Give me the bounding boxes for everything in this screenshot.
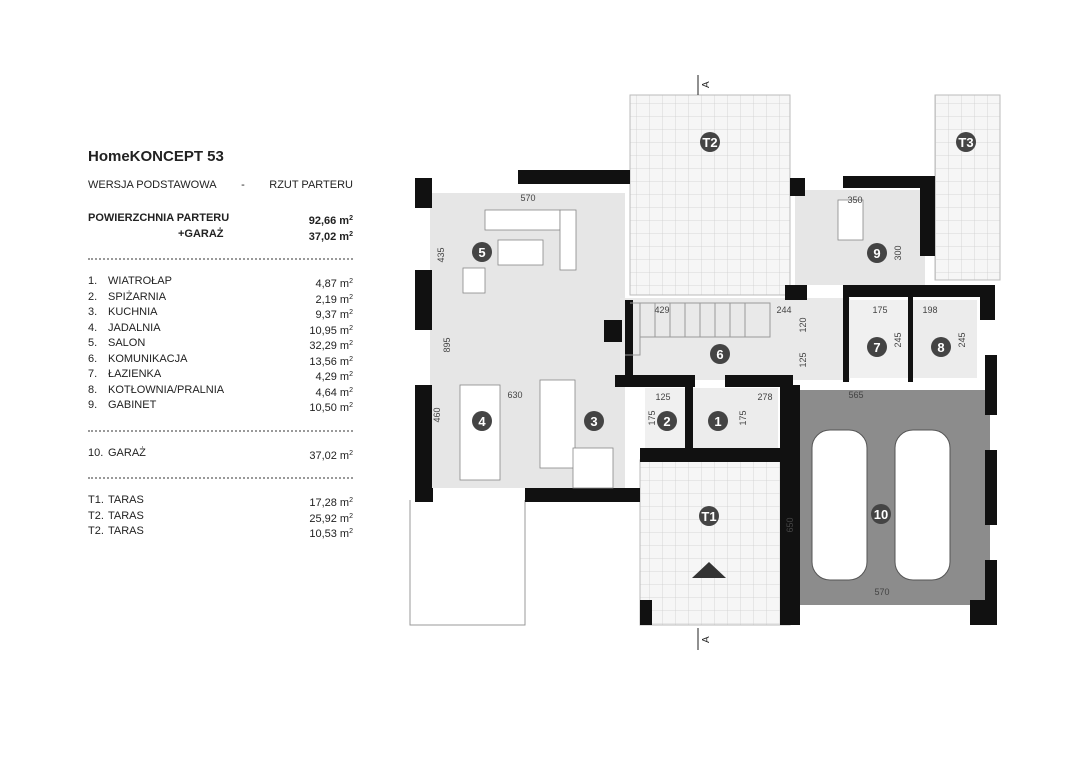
room-number-badge: 9: [867, 243, 887, 263]
open-terrace-outline: [409, 500, 526, 626]
vestibule-floor: [693, 388, 778, 448]
total-area-row: POWIERZCHNIA PARTERU 92,66 m2: [88, 211, 353, 227]
dimension-label: 350: [847, 195, 862, 205]
living-floor: [430, 193, 625, 488]
room-number-badge: 10: [871, 504, 891, 524]
svg-text:3: 3: [590, 414, 597, 429]
svg-text:A: A: [701, 636, 712, 643]
garage-area-row: +GARAŻ 37,02 m2: [88, 227, 353, 243]
dimension-label: 175: [738, 410, 748, 425]
separator: -: [241, 179, 245, 191]
total-area-value: 92,66 m2: [308, 215, 353, 227]
walls: [415, 170, 997, 625]
room-number-badge: 6: [710, 344, 730, 364]
dimension-label: 120: [798, 317, 808, 332]
dimension-label: 630: [507, 390, 522, 400]
garage-area-label: +GARAŻ: [178, 227, 224, 240]
room-number-badge: 3: [584, 411, 604, 431]
dimension-label: 570: [520, 193, 535, 203]
dimension-label: 125: [655, 392, 670, 402]
garage-area-value: 37,02 m2: [308, 230, 353, 243]
dimension-label: 245: [893, 332, 903, 347]
svg-text:T1: T1: [701, 509, 716, 524]
svg-text:5: 5: [478, 245, 485, 260]
corridor-floor: [620, 298, 850, 380]
room-number-badge: T3: [956, 132, 976, 152]
svg-text:A: A: [701, 81, 712, 88]
entrance-arrow-icon: [692, 562, 726, 578]
svg-text:9: 9: [873, 246, 880, 261]
dimension-label: 570: [874, 587, 889, 597]
room-number-badge: T1: [699, 506, 719, 526]
svg-text:10: 10: [874, 507, 888, 522]
room-number-badge: 7: [867, 337, 887, 357]
garage-row: 10.GARAŻ 37,02 m2: [88, 446, 353, 462]
svg-text:4: 4: [478, 414, 486, 429]
divider: [88, 252, 353, 260]
svg-text:7: 7: [873, 340, 880, 355]
svg-text:1: 1: [714, 414, 721, 429]
terrace-t2: [629, 94, 791, 296]
svg-text:8: 8: [937, 340, 944, 355]
total-area-label: POWIERZCHNIA PARTERU: [88, 212, 230, 224]
version-label: WERSJA PODSTAWOWA: [88, 179, 217, 191]
room-number-badge: 1: [708, 411, 728, 431]
room-number-badge: 4: [472, 411, 492, 431]
room-number-badge: T2: [700, 132, 720, 152]
dimension-label: 300: [893, 245, 903, 260]
terrace-t3: [934, 94, 1001, 281]
stairs: [625, 302, 771, 356]
svg-text:6: 6: [716, 347, 723, 362]
dimension-label: 565: [848, 390, 863, 400]
dimension-label: 650: [785, 517, 795, 532]
dimension-label: 278: [757, 392, 772, 402]
project-title: HomeKONCEPT 53: [88, 148, 224, 165]
dimension-label: 125: [798, 352, 808, 367]
furniture: [459, 199, 864, 489]
room-number-badge: 2: [657, 411, 677, 431]
dimension-label: 435: [436, 247, 446, 262]
dimension-label: 460: [432, 407, 442, 422]
room-number-badge: 5: [472, 242, 492, 262]
dimension-label: 198: [922, 305, 937, 315]
dimension-label: 245: [957, 332, 967, 347]
room-legend: HomeKONCEPT 53 WERSJA PODSTAWOWA - RZUT …: [88, 148, 353, 540]
section-marker-bottom: A: [697, 628, 712, 650]
dimension-label: 175: [647, 410, 657, 425]
room-number-badge: 8: [931, 337, 951, 357]
terrace-t1: [639, 459, 791, 626]
svg-text:T2: T2: [702, 135, 717, 150]
view-label: RZUT PARTERU: [269, 179, 353, 191]
divider: [88, 424, 353, 432]
car-icons: [811, 429, 951, 581]
dimension-label: 429: [654, 305, 669, 315]
svg-text:2: 2: [663, 414, 670, 429]
subtitle: WERSJA PODSTAWOWA - RZUT PARTERU: [88, 179, 353, 191]
section-marker-top: A: [697, 75, 712, 95]
svg-text:T3: T3: [958, 135, 973, 150]
divider: [88, 471, 353, 479]
dimension-label: 244: [776, 305, 791, 315]
dimension-label: 175: [872, 305, 887, 315]
dimension-label: 895: [442, 337, 452, 352]
